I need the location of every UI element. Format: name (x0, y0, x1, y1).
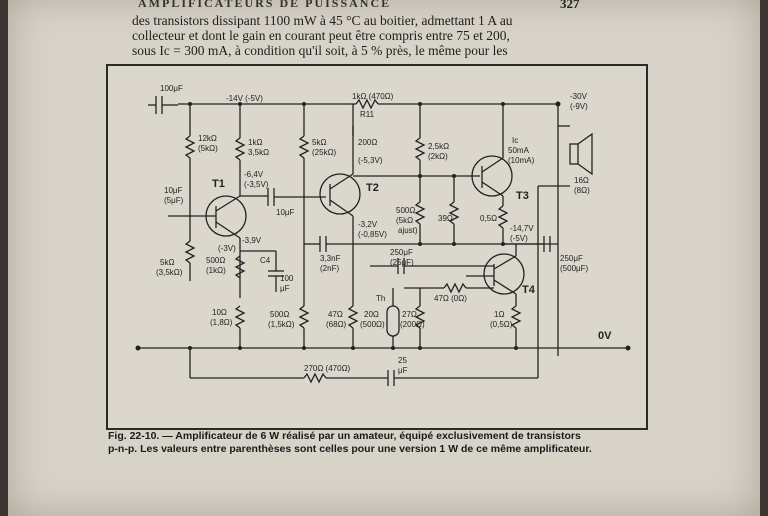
label-i10: (10mA) (508, 156, 535, 165)
figure-caption: Fig. 22-10. — Amplificateur de 6 W réali… (108, 430, 648, 456)
label-i50: 50mA (508, 146, 529, 155)
label-c4: C4 (260, 256, 271, 265)
page-number: 327 (560, 0, 580, 11)
label-r2k: (2kΩ) (428, 152, 448, 161)
label-r035: (0,5Ω) (490, 320, 513, 329)
label-r500c: 500Ω (270, 310, 290, 319)
label-c10uf2: 10μF (276, 208, 295, 217)
label-r1kb: (1kΩ) (206, 266, 226, 275)
label-c10uf: 10μF (164, 186, 183, 195)
book-page: AMPLIFICATEURS DE PUISSANCE 327 des tran… (8, 0, 760, 516)
label-v35: (-3,5V) (244, 180, 269, 189)
label-v39: -3,9V (242, 236, 262, 245)
label-r5k: 5kΩ (312, 138, 327, 147)
label-c33: 3,3nF (320, 254, 341, 263)
label-r5ka: (5kΩ (396, 216, 414, 225)
label-v30: -30V (570, 92, 587, 101)
label-cuf2: μF (398, 366, 408, 375)
label-r39: 39Ω (438, 214, 453, 223)
body-text-line-3: sous Ic = 300 mA, à condition qu'il soit… (132, 43, 508, 58)
label-c100: 100 (280, 274, 294, 283)
label-c100uf: 100μF (160, 84, 183, 93)
label-r5k2: 5kΩ (160, 258, 175, 267)
label-v0: 0V (598, 330, 612, 342)
label-r500a: 500Ω (396, 206, 416, 215)
label-c25: (25μF) (390, 258, 414, 267)
label-r47a: 47Ω (0Ω) (434, 294, 467, 303)
label-r05: 0,5Ω (480, 214, 498, 223)
label-r200b: (200Ω) (400, 320, 425, 329)
label-v9: (-9V) (570, 102, 588, 111)
label-r15k: (5kΩ) (198, 144, 218, 153)
label-r270: 270Ω (470Ω) (304, 364, 351, 373)
label-r8: (8Ω) (574, 186, 590, 195)
label-c500: (500μF) (560, 264, 589, 273)
label-t1: T1 (212, 178, 225, 190)
label-r500d: (500Ω) (360, 320, 385, 329)
body-text-line-2: collecteur et dont le gain en courant pe… (132, 28, 510, 43)
label-v147: -14,7V (510, 224, 534, 233)
label-cuf: μF (280, 284, 290, 293)
label-c2n: (2nF) (320, 264, 340, 273)
caption-line-1: Fig. 22-10. — Amplificateur de 6 W réali… (108, 430, 581, 442)
label-r20: 20Ω (364, 310, 379, 319)
label-r15kc: (1,5kΩ) (268, 320, 295, 329)
running-title: AMPLIFICATEURS DE PUISSANCE (138, 0, 392, 10)
label-r200: 200Ω (358, 138, 378, 147)
label-c5uf: (5μF) (164, 196, 184, 205)
label-ajust: ajust) (398, 226, 418, 235)
label-r25k: (25kΩ) (312, 148, 337, 157)
label-c250a: 250μF (390, 248, 413, 257)
label-r25kb: 2,5kΩ (428, 142, 450, 151)
label-c250b: 250μF (560, 254, 583, 263)
label-c25b: 25 (398, 356, 407, 365)
label-r10: 10Ω (212, 308, 227, 317)
label-r27: 27Ω (402, 310, 417, 319)
label-v14: -14V (-5V) (226, 94, 263, 103)
label-th: Th (376, 294, 386, 303)
body-text-line-1: des transistors dissipant 1100 mW à 45 °… (132, 13, 513, 28)
label-r16: 16Ω (574, 176, 589, 185)
label-ic: Ic (512, 136, 519, 145)
label-r68: (68Ω) (326, 320, 347, 329)
label-r1k470: 1kΩ (470Ω) (352, 92, 394, 101)
label-r12k: 12kΩ (198, 134, 217, 143)
label-r35k: 3,5kΩ (248, 148, 270, 157)
label-r1k: 1kΩ (248, 138, 263, 147)
label-r47: 47Ω (328, 310, 343, 319)
caption-line-2: p-n-p. Les valeurs entre parenthèses son… (108, 443, 592, 455)
schematic-drawing (135, 96, 631, 386)
label-v3: (-3V) (218, 244, 236, 253)
label-v64: -6,4V (244, 170, 264, 179)
label-v5: (-5V) (510, 234, 528, 243)
label-r18: (1,8Ω) (210, 318, 233, 327)
label-v32: -3,2V (358, 220, 378, 229)
label-t2: T2 (366, 182, 379, 194)
label-v085: (-0,85V) (358, 230, 387, 239)
label-t3: T3 (516, 190, 529, 202)
circuit-schematic: 100μF -14V (-5V) 1kΩ (470Ω) R11 -30V (-9… (106, 64, 648, 430)
label-v53: (-5,3V) (358, 156, 383, 165)
label-r11: R11 (360, 110, 375, 119)
label-t4: T4 (522, 284, 535, 296)
label-r35k2: (3,5kΩ) (156, 268, 183, 277)
label-r500b: 500Ω (206, 256, 226, 265)
label-r1: 1Ω (494, 310, 505, 319)
